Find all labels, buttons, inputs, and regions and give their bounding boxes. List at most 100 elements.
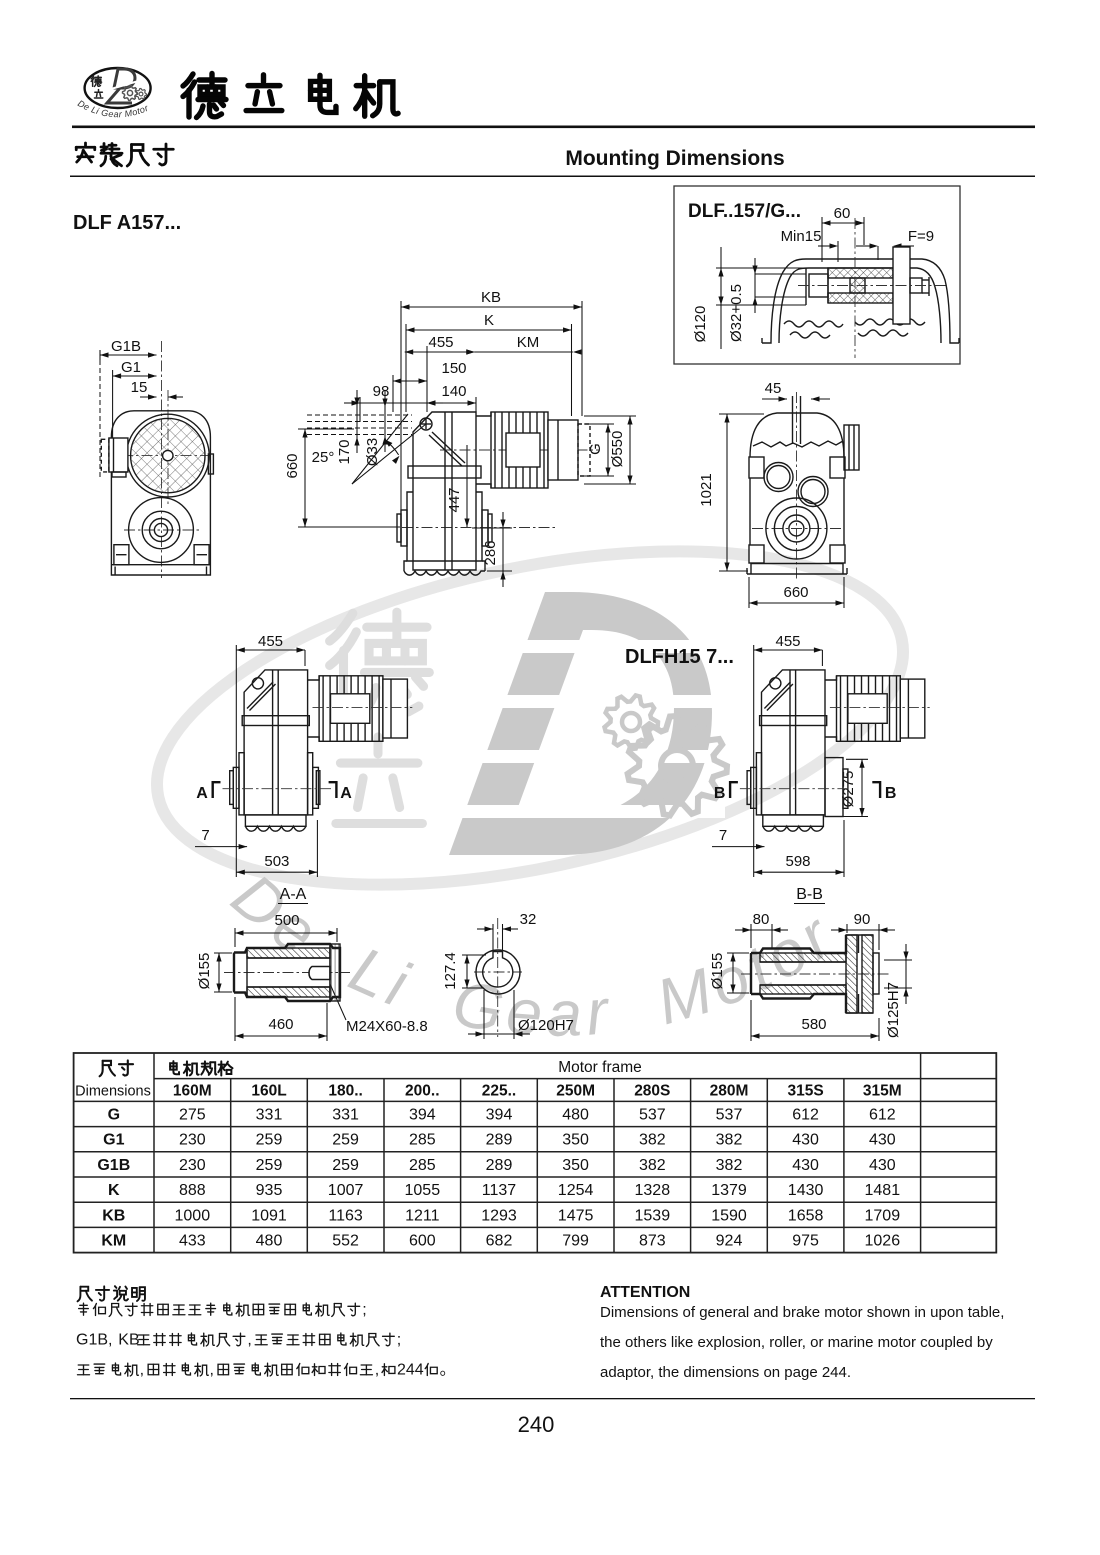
svg-text:430: 430 — [869, 1157, 896, 1174]
svg-text:150: 150 — [441, 360, 466, 377]
svg-text:Dimensions: Dimensions — [75, 1084, 151, 1100]
svg-text:Ø120: Ø120 — [692, 306, 709, 343]
svg-text:A: A — [340, 785, 352, 802]
svg-text:Min15: Min15 — [781, 228, 822, 245]
svg-text:682: 682 — [486, 1233, 513, 1250]
svg-text:240: 240 — [518, 1412, 555, 1437]
svg-text:K: K — [484, 312, 494, 329]
svg-text:90: 90 — [854, 911, 871, 928]
svg-text:598: 598 — [785, 853, 810, 870]
svg-text:DLFH15 7...: DLFH15 7... — [625, 646, 734, 668]
svg-text:1590: 1590 — [711, 1207, 747, 1224]
svg-text:600: 600 — [409, 1233, 436, 1250]
svg-text:G: G — [108, 1107, 120, 1124]
svg-text:289: 289 — [486, 1132, 513, 1149]
svg-text:B: B — [885, 785, 897, 802]
svg-text:G1B,: G1B, — [76, 1332, 112, 1349]
svg-text:Ø125H7: Ø125H7 — [885, 982, 902, 1038]
svg-text:975: 975 — [792, 1233, 819, 1250]
svg-text:382: 382 — [639, 1157, 666, 1174]
svg-text:G1: G1 — [121, 359, 141, 376]
svg-text:B-B: B-B — [796, 886, 823, 903]
svg-text:;: ; — [397, 1332, 401, 1349]
svg-text:537: 537 — [716, 1107, 743, 1124]
svg-text:888: 888 — [179, 1182, 206, 1199]
svg-text:KB: KB — [481, 289, 501, 306]
svg-text:331: 331 — [332, 1107, 359, 1124]
svg-text:799: 799 — [562, 1233, 589, 1250]
svg-text:612: 612 — [869, 1107, 896, 1124]
svg-text:1475: 1475 — [558, 1207, 594, 1224]
svg-text:331: 331 — [256, 1107, 283, 1124]
svg-text:455: 455 — [428, 334, 453, 351]
svg-text:,: , — [375, 1362, 379, 1379]
svg-text:200..: 200.. — [405, 1083, 439, 1100]
svg-text:1137: 1137 — [482, 1182, 517, 1199]
svg-text:873: 873 — [639, 1233, 666, 1250]
svg-text:7: 7 — [719, 827, 727, 844]
svg-text:127.4: 127.4 — [442, 952, 459, 990]
svg-text:1328: 1328 — [635, 1182, 671, 1199]
svg-text:259: 259 — [256, 1132, 283, 1149]
svg-text:460: 460 — [268, 1016, 293, 1033]
svg-text:1254: 1254 — [558, 1182, 594, 1199]
svg-text:537: 537 — [639, 1107, 666, 1124]
svg-text:G1: G1 — [103, 1132, 124, 1149]
svg-text:1379: 1379 — [711, 1182, 747, 1199]
svg-text:382: 382 — [716, 1132, 743, 1149]
svg-text:Ø33: Ø33 — [364, 438, 381, 466]
svg-text:430: 430 — [869, 1132, 896, 1149]
svg-text:280M: 280M — [710, 1083, 749, 1100]
svg-text:315S: 315S — [787, 1083, 823, 1100]
svg-text:285: 285 — [409, 1132, 436, 1149]
svg-text:230: 230 — [179, 1157, 206, 1174]
svg-text:447: 447 — [446, 487, 463, 512]
svg-text:Ø155: Ø155 — [196, 953, 213, 990]
svg-text:1430: 1430 — [788, 1182, 824, 1199]
svg-text:25°: 25° — [312, 449, 335, 466]
svg-text:285: 285 — [409, 1157, 436, 1174]
svg-text:the others like explosion, rol: the others like explosion, roller, or ma… — [600, 1334, 993, 1351]
svg-text:KM: KM — [517, 334, 540, 351]
svg-text:430: 430 — [792, 1157, 819, 1174]
svg-text:244: 244 — [397, 1362, 424, 1379]
svg-text:KB: KB — [102, 1207, 125, 1224]
svg-text:1021: 1021 — [698, 473, 715, 506]
svg-text:1000: 1000 — [175, 1207, 211, 1224]
svg-text:280S: 280S — [634, 1083, 670, 1100]
svg-text:;: ; — [362, 1302, 366, 1319]
svg-text:315M: 315M — [863, 1083, 902, 1100]
svg-text:1658: 1658 — [788, 1207, 824, 1224]
svg-text:,: , — [140, 1362, 144, 1379]
svg-text:1211: 1211 — [405, 1207, 440, 1224]
svg-text:7: 7 — [201, 827, 209, 844]
svg-text:B: B — [714, 785, 726, 802]
svg-text:60: 60 — [834, 205, 851, 222]
svg-text:15: 15 — [131, 379, 148, 396]
svg-text:503: 503 — [264, 853, 289, 870]
svg-text:ATTENTION: ATTENTION — [600, 1284, 690, 1301]
svg-text:1091: 1091 — [251, 1207, 287, 1224]
svg-text:M24X60-8.8: M24X60-8.8 — [346, 1018, 428, 1035]
svg-text:660: 660 — [783, 584, 808, 601]
svg-text:80: 80 — [753, 911, 770, 928]
svg-text:935: 935 — [256, 1182, 283, 1199]
svg-text:Ø155: Ø155 — [709, 953, 726, 990]
svg-text:250M: 250M — [556, 1083, 595, 1100]
svg-text:1539: 1539 — [635, 1207, 671, 1224]
svg-text:,: , — [247, 1332, 251, 1349]
svg-text:KB: KB — [118, 1332, 139, 1349]
svg-text:430: 430 — [792, 1132, 819, 1149]
svg-text:1163: 1163 — [328, 1207, 363, 1224]
svg-text:Ø32+0.5: Ø32+0.5 — [728, 284, 745, 342]
svg-text:924: 924 — [716, 1233, 743, 1250]
svg-text:660: 660 — [284, 453, 301, 478]
svg-text:394: 394 — [486, 1107, 513, 1124]
svg-text:1481: 1481 — [865, 1182, 901, 1199]
svg-text:230: 230 — [179, 1132, 206, 1149]
svg-text:382: 382 — [716, 1157, 743, 1174]
svg-text:552: 552 — [332, 1233, 359, 1250]
svg-text:A: A — [196, 785, 208, 802]
svg-text:433: 433 — [179, 1233, 206, 1250]
svg-text:289: 289 — [486, 1157, 513, 1174]
